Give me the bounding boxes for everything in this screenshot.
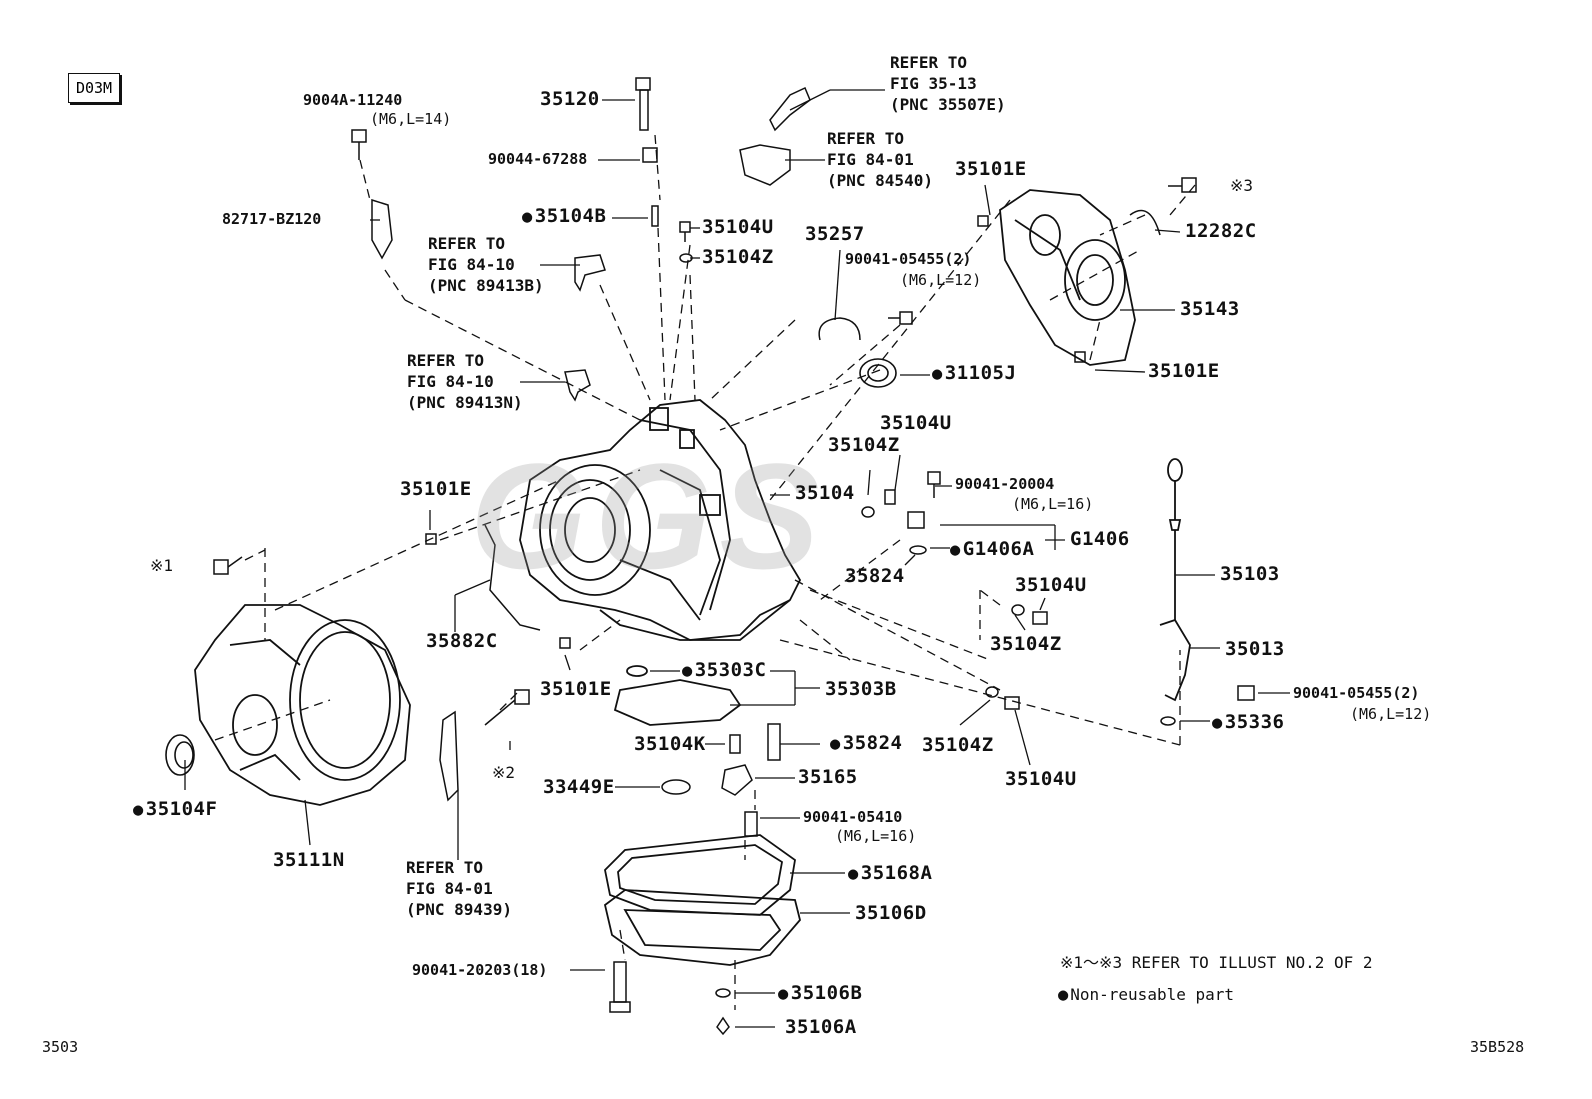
part-label-35104U-a[interactable]: 35104U [702,216,774,238]
oil-seal-31105J [859,358,897,388]
part-label-35165[interactable]: 35165 [798,766,858,788]
part-label-90044-67288[interactable]: 90044-67288 [488,150,588,168]
part-label-35143[interactable]: 35143 [1180,298,1240,320]
part-label-35824-b[interactable]: 35824 [830,734,902,753]
part-label-35257[interactable]: 35257 [805,223,865,245]
converter-housing [194,604,411,806]
part-label-35101E-center[interactable]: 35101E [540,678,612,700]
part-label-35336[interactable]: 35336 [1212,713,1284,732]
part-label-35013[interactable]: 35013 [1225,638,1285,660]
part-label-35104F[interactable]: 35104F [133,800,217,819]
part-label-90041-20004[interactable]: 90041-20004 [955,475,1055,493]
part-label-9004A-11240-spec: (M6,L=14) [370,110,452,128]
rear-cover [999,189,1136,366]
watermark: GGS [470,432,828,600]
part-label-35882C[interactable]: 35882C [426,630,498,652]
note-marker-3: ※3 [1230,176,1254,195]
part-label-90041-05455-a-spec: (M6,L=12) [900,271,982,289]
oil-seal-35104F [165,734,195,776]
part-label-35824-a[interactable]: 35824 [845,565,905,587]
part-label-35104Z-a[interactable]: 35104Z [702,246,774,268]
part-label-G1406A[interactable]: G1406A [950,540,1034,559]
part-label-35104U-b[interactable]: 35104U [880,412,952,434]
part-label-90041-05455-a[interactable]: 90041-05455(2) [845,250,972,268]
brackets-and-sensors [371,86,1161,802]
part-label-35104Z-c[interactable]: 35104Z [990,633,1062,655]
part-label-35104Z-d[interactable]: 35104Z [922,734,994,756]
part-label-35303B[interactable]: 35303B [825,678,897,700]
part-label-90041-20004-spec: (M6,L=16) [1012,495,1094,513]
part-label-90041-05455-b-spec: (M6,L=12) [1350,705,1432,723]
diagram-code: D03M [68,73,120,103]
refer-to-fig-35-13[interactable]: REFER TO FIG 35-13 (PNC 35507E) [890,53,1006,114]
page-ref-right: 35B528 [1470,1038,1525,1056]
part-label-35120[interactable]: 35120 [540,88,600,110]
part-label-31105J[interactable]: 31105J [932,364,1016,383]
part-label-35111N[interactable]: 35111N [273,849,345,871]
part-label-35104[interactable]: 35104 [795,482,855,504]
part-label-35104B[interactable]: 35104B [522,207,606,226]
part-label-9004A-11240[interactable]: 9004A-11240 [303,91,403,109]
part-label-35101E-right[interactable]: 35101E [1148,360,1220,382]
part-label-90041-05410[interactable]: 90041-05410 [803,808,903,826]
part-label-35106D[interactable]: 35106D [855,902,927,924]
refer-to-fig-84-01-89439[interactable]: REFER TO FIG 84-01 (PNC 89439) [406,858,512,919]
part-label-12282C[interactable]: 12282C [1185,220,1257,242]
oil-strainer [613,665,742,726]
transaxle-case [519,399,802,641]
note-illust-reference: ※1～※3 REFER TO ILLUST NO.2 OF 2 [1060,953,1373,972]
note-non-reusable: Non-reusable part [1058,987,1234,1004]
part-label-35104Z-b[interactable]: 35104Z [828,434,900,456]
refer-to-fig-84-10-89413B[interactable]: REFER TO FIG 84-10 (PNC 89413B) [428,234,544,295]
bolts [213,77,1255,1036]
part-label-35168A[interactable]: 35168A [848,864,932,883]
part-label-35106A[interactable]: 35106A [785,1016,857,1038]
part-label-90041-05455-b[interactable]: 90041-05455(2) [1293,684,1420,702]
refer-to-fig-84-10-89413N[interactable]: REFER TO FIG 84-10 (PNC 89413N) [407,351,523,412]
oil-pan [603,834,801,966]
leader-lines [184,89,1290,1028]
part-label-90041-05410-spec: (M6,L=16) [835,827,917,845]
assembly-dash-lines [214,134,1196,1010]
part-label-33449E[interactable]: 33449E [543,776,615,798]
part-label-90041-20203[interactable]: 90041-20203(18) [412,961,548,979]
note-marker-2: ※2 [492,763,516,782]
note-marker-1: ※1 [150,556,174,575]
part-label-35104U-d[interactable]: 35104U [1005,768,1077,790]
page-ref-left: 3503 [42,1038,79,1056]
dipstick [1159,458,1191,702]
part-label-35104K[interactable]: 35104K [634,733,706,755]
part-label-82717-BZ120[interactable]: 82717-BZ120 [222,210,322,228]
refer-to-fig-84-01-84540[interactable]: REFER TO FIG 84-01 (PNC 84540) [827,129,933,190]
part-label-35101E-left[interactable]: 35101E [400,478,472,500]
part-label-G1406[interactable]: G1406 [1070,528,1130,550]
part-label-35104U-c[interactable]: 35104U [1015,574,1087,596]
part-label-35303C[interactable]: 35303C [682,661,766,680]
part-label-35101E-top[interactable]: 35101E [955,158,1027,180]
part-label-35106B[interactable]: 35106B [778,984,862,1003]
part-label-35103[interactable]: 35103 [1220,563,1280,585]
